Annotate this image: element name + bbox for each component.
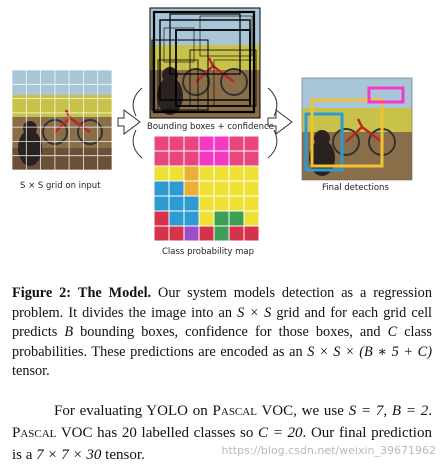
body-pascal-1: Pascal [212, 403, 257, 419]
body-p7: tensor. [101, 447, 145, 463]
body-p6: . Our final prediction is a [12, 425, 432, 463]
input-grid-label: S × S grid on input [20, 181, 101, 191]
yolo-model-figure: S × S grid on input Bounding boxes + con… [11, 7, 413, 257]
final-detections-label: Final detections [322, 183, 389, 193]
final-detections-image [302, 78, 412, 180]
body-p2: VOC, we use [256, 403, 349, 419]
body-pascal-2: Pascal [12, 425, 57, 441]
body-final-tensor: 7 × 7 × 30 [36, 447, 102, 463]
caption-c: C [387, 324, 398, 341]
bounding-boxes [149, 7, 261, 119]
caption-text-4: class probabilities. These predictions a… [12, 324, 432, 360]
caption-sxs: S × S [237, 304, 272, 321]
body-s-eq: S = 7 [348, 403, 384, 419]
body-p1: For evaluating YOLO on [54, 403, 213, 419]
caption-label: Figure 2: [12, 285, 72, 301]
caption-title: The Model. [77, 285, 152, 301]
figure-caption: Figure 2: The Model. Our system models d… [12, 284, 432, 382]
caption-text-2: grid and for each grid cell predicts [12, 304, 433, 341]
class-map-label: Class probability map [162, 247, 255, 257]
caption-b: B [64, 324, 74, 341]
body-p3: , [383, 403, 392, 419]
body-b-eq: B = 2 [391, 403, 429, 419]
bounding-boxes-label: Bounding boxes + confidence [147, 122, 274, 132]
input-grid [11, 69, 113, 171]
bounding-box-image [150, 8, 260, 118]
figure-svg [11, 7, 413, 242]
caption-text-5: tensor. [12, 363, 50, 380]
class-probability-map [153, 135, 260, 242]
body-paragraph: For evaluating YOLO on Pascal VOC, we us… [12, 400, 432, 466]
caption-tensor: S × S × (B ∗ 5 + C) [307, 343, 432, 360]
body-p5: VOC has 20 labelled classes so [56, 425, 259, 441]
watermark: https://blog.csdn.net/weixin_39671962 [221, 444, 436, 457]
final-detection-boxes [301, 77, 413, 181]
caption-text-3: bounding boxes, confidence for those box… [73, 324, 388, 341]
body-c-eq: C = 20 [258, 425, 303, 441]
arrow-group [117, 87, 293, 159]
input-image [12, 70, 112, 170]
caption-text-1: Our system models detection as a regress… [12, 285, 432, 321]
body-p4: . [428, 403, 432, 419]
